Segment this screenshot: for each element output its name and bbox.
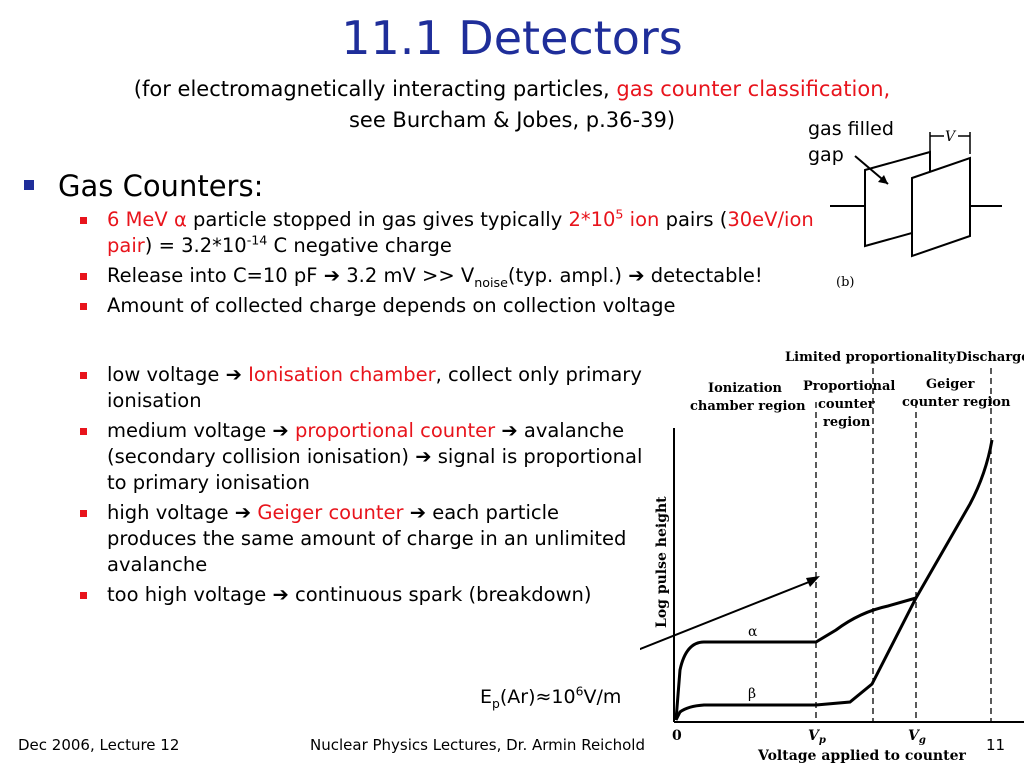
bullet-list-top: 6 MeV α particle stopped in gas gives ty…	[74, 207, 819, 323]
x-axis-label: Voltage applied to counter	[757, 748, 966, 764]
list-item: too high voltage ➔ continuous spark (bre…	[74, 582, 649, 608]
footer-course: Nuclear Physics Lectures, Dr. Armin Reic…	[310, 736, 645, 754]
list-item: high voltage ➔ Geiger counter ➔ each par…	[74, 500, 649, 578]
arrow-icon: ➔	[409, 501, 427, 524]
alpha-curve	[674, 596, 917, 721]
bullet-list-bottom: low voltage ➔ Ionisation chamber, collec…	[74, 362, 649, 612]
slide-subtitle: (for electromagnetically interacting par…	[133, 77, 891, 132]
field-strength-label: Ep(Ar)≈106V/m	[480, 684, 622, 711]
footer-page-number: 11	[986, 736, 1006, 754]
beta-label: β	[748, 686, 756, 702]
beta-curve	[674, 439, 994, 721]
figure-label: (b)	[836, 275, 854, 290]
vg-label: Vg	[908, 728, 926, 746]
pointer-arrow-icon	[878, 175, 888, 184]
pulse-height-graph: Limited proportionality Discharge Ioniza…	[640, 350, 1024, 764]
region-label-geiger: Geiger	[926, 377, 975, 392]
list-item: medium voltage ➔ proportional counter ➔ …	[74, 418, 649, 496]
footer-date: Dec 2006, Lecture 12	[18, 736, 180, 754]
arrow-icon: ➔	[628, 264, 645, 287]
region-label-geiger: counter region	[902, 395, 1011, 410]
arrow-icon: ➔	[234, 501, 252, 524]
field-arrow-line	[640, 579, 815, 651]
region-label-proportional: Proportional	[803, 379, 895, 394]
region-label-limited: Limited proportionality	[785, 350, 956, 365]
alpha-label: α	[748, 624, 758, 640]
list-item: Release into C=10 pF ➔ 3.2 mV >> Vnoise(…	[74, 263, 807, 289]
plate-right	[911, 156, 971, 258]
region-label-discharge: Discharge	[956, 350, 1024, 365]
list-item: Amount of collected charge depends on co…	[74, 293, 819, 319]
list-item: 6 MeV α particle stopped in gas gives ty…	[74, 207, 819, 259]
arrow-icon: ➔	[415, 445, 432, 468]
arrow-icon: ➔	[323, 264, 341, 287]
region-label-proportional: region	[823, 415, 871, 430]
region-label-ionization: Ionization	[708, 381, 783, 396]
region-label-ionization: chamber region	[690, 399, 806, 414]
bullet-marker	[24, 180, 34, 190]
region-label-proportional: counter	[818, 397, 875, 412]
gap-figure: V (b)	[830, 129, 1002, 290]
arrow-icon: ➔	[272, 419, 289, 442]
arrow-icon: ➔	[272, 583, 289, 606]
slide-title: 11.1 Detectors	[341, 11, 683, 65]
y-axis-label: Log pulse height	[654, 496, 670, 628]
arrow-icon: ➔	[501, 419, 518, 442]
gap-label: gas filled gap	[808, 118, 894, 166]
vp-label: Vp	[808, 728, 826, 746]
dim-label: V	[945, 129, 957, 145]
list-item: low voltage ➔ Ionisation chamber, collec…	[74, 362, 649, 414]
main-bullet: Gas Counters:	[24, 166, 263, 206]
arrow-icon: ➔	[225, 363, 242, 386]
x-zero-label: 0	[672, 728, 682, 744]
field-arrow-icon	[806, 576, 820, 587]
